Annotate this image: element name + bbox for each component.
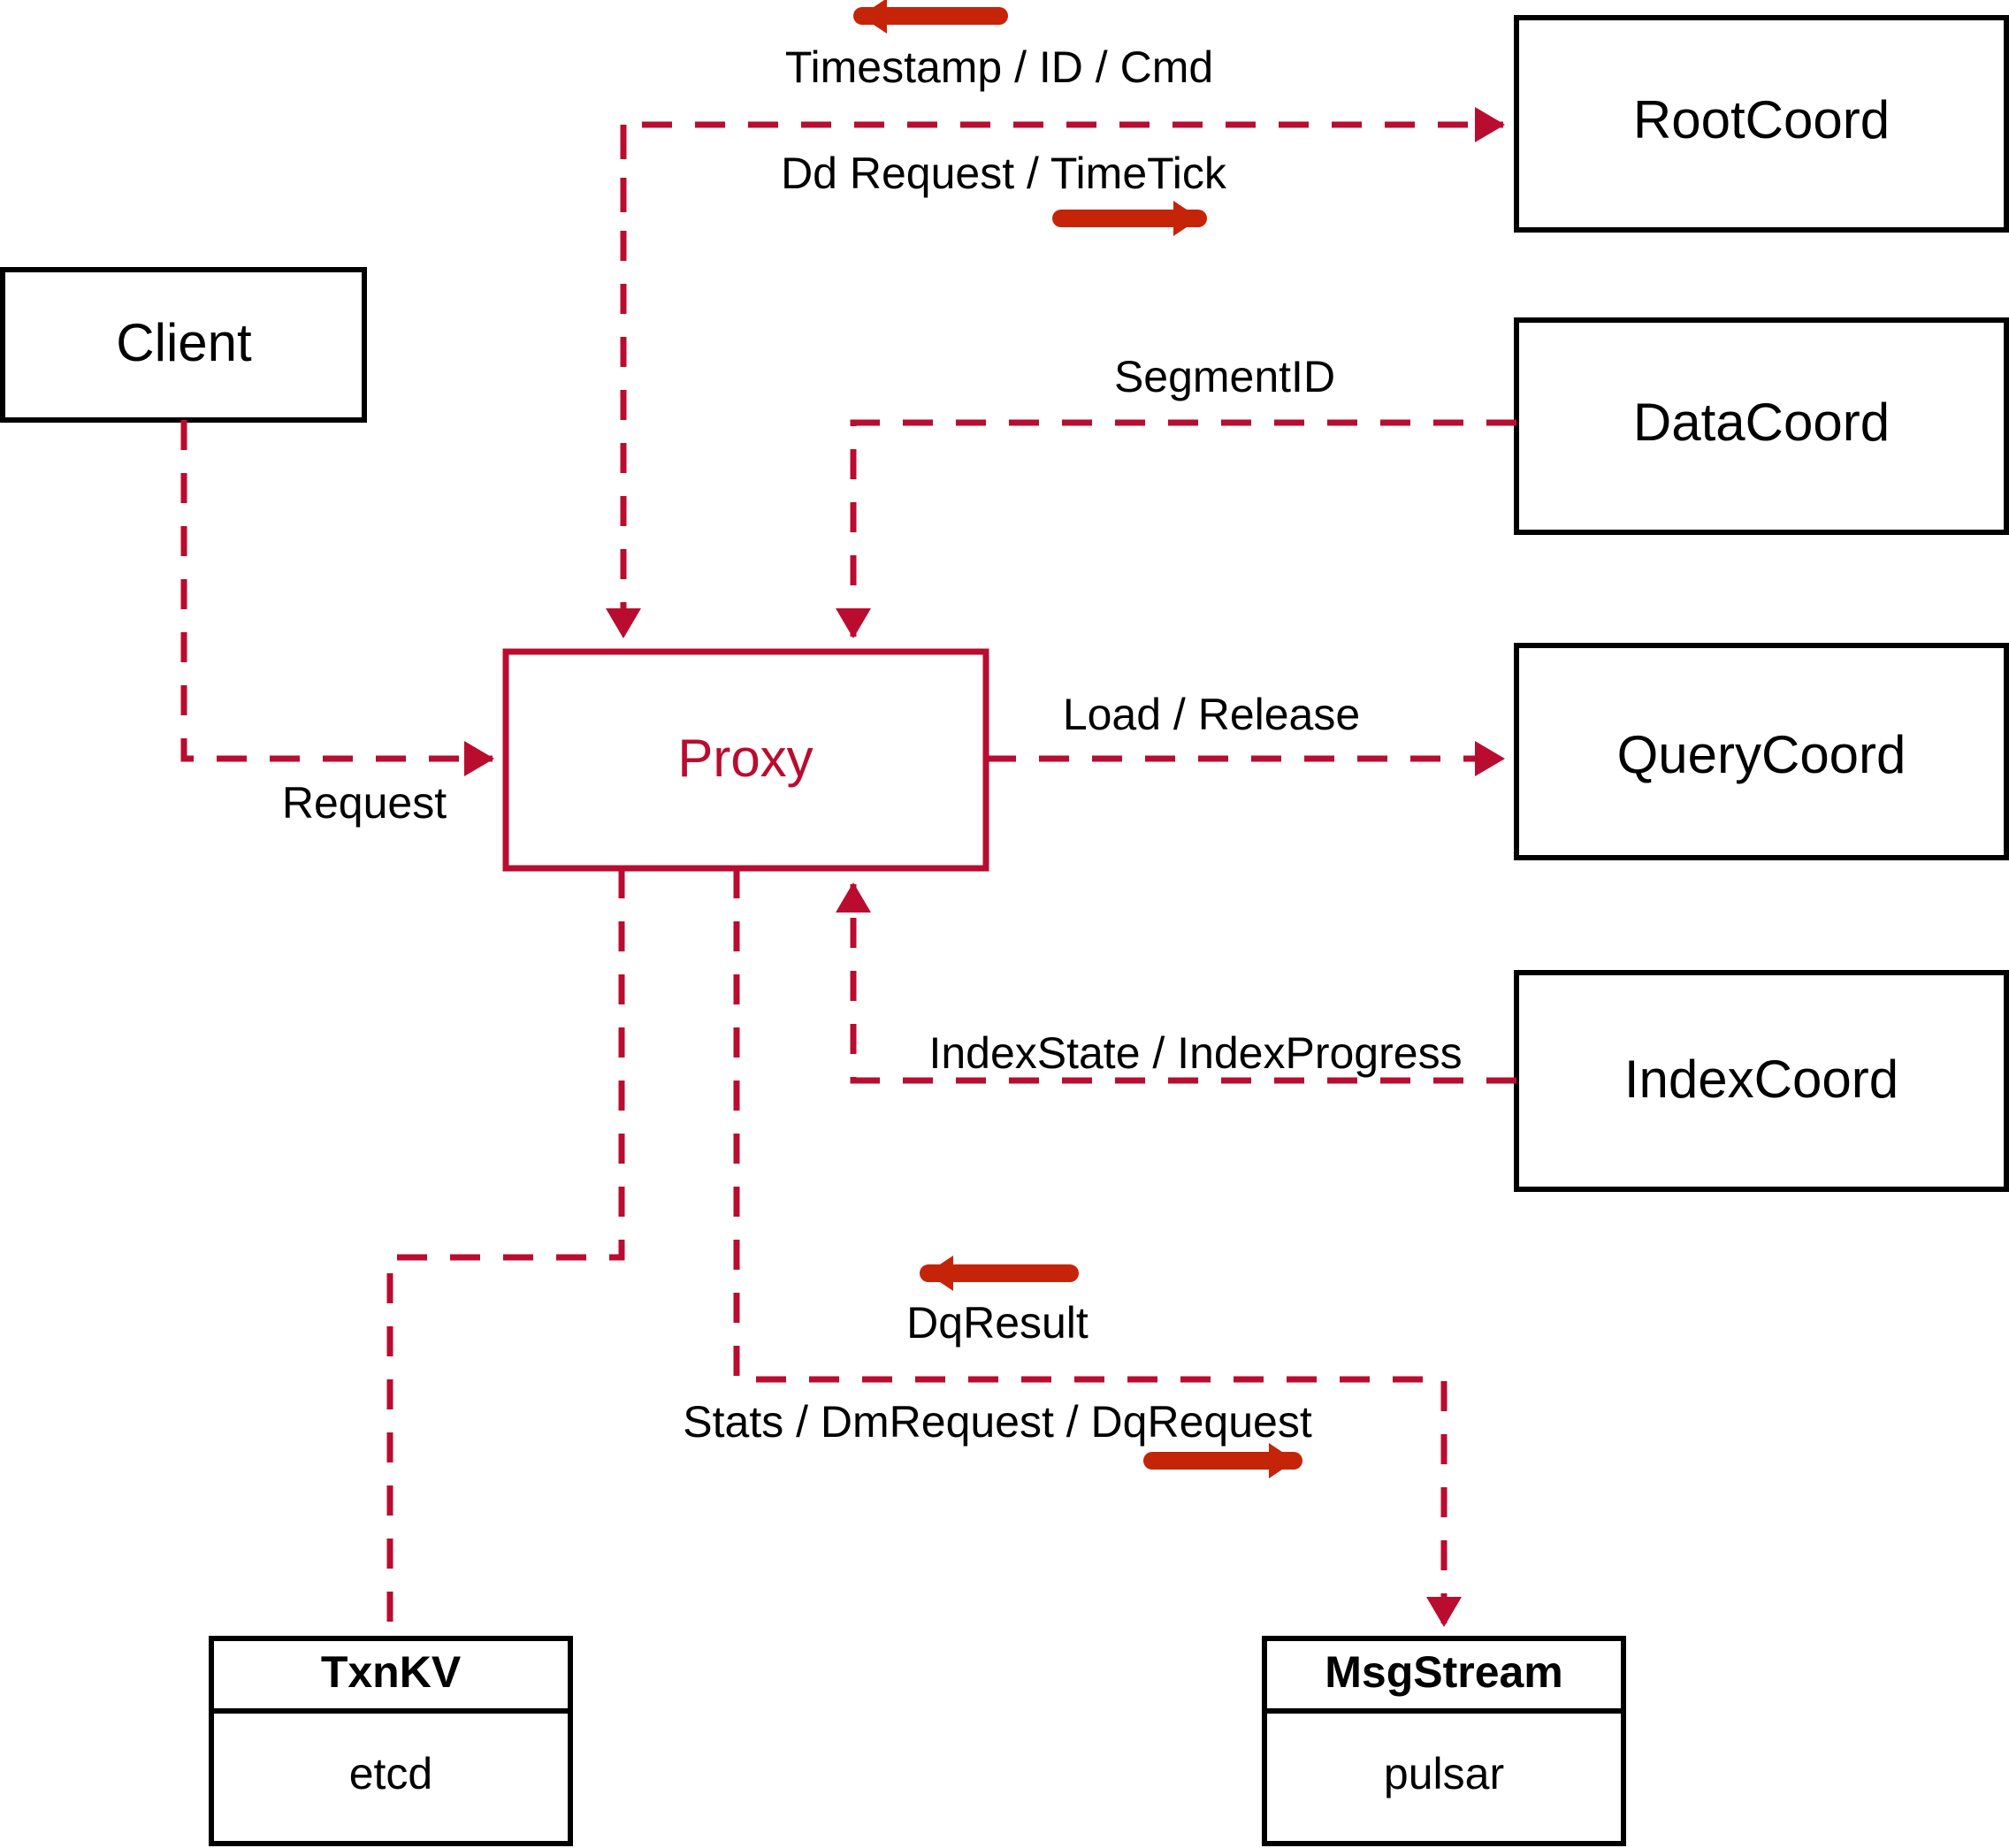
client-label: Client [116, 313, 252, 372]
txnkv-box [209, 1636, 573, 1846]
client-box [0, 267, 367, 423]
node-msgstream[interactable]: MsgStream pulsar [1262, 1636, 1626, 1846]
node-client[interactable]: Client [0, 267, 367, 423]
data-coord-label: DataCoord [1633, 393, 1890, 452]
node-txnkv[interactable]: TxnKV etcd [209, 1636, 573, 1846]
label-index-state-progress: IndexState / IndexProgress [928, 1028, 1462, 1078]
index-coord-label: IndexCoord [1624, 1050, 1898, 1109]
label-timestamp-id-cmd: Timestamp / ID / Cmd [785, 42, 1213, 92]
node-root-coord[interactable]: RootCoord [1514, 15, 2009, 233]
txnkv-impl-label: etcd [349, 1749, 433, 1798]
node-data-coord[interactable]: DataCoord [1514, 317, 2009, 535]
msgstream-title: MsgStream [1325, 1647, 1563, 1697]
root-coord-label: RootCoord [1633, 90, 1890, 149]
txnkv-title: TxnKV [321, 1647, 462, 1697]
edge-client-to-proxy [180, 420, 494, 776]
label-stats-dm-dq-request: Stats / DmRequest / DqRequest [683, 1397, 1312, 1447]
node-query-coord[interactable]: QueryCoord [1514, 643, 2009, 860]
msgstream-box [1262, 1636, 1626, 1846]
label-segment-id: SegmentID [1114, 352, 1335, 401]
node-index-coord[interactable]: IndexCoord [1514, 970, 2009, 1192]
label-request: Request [282, 778, 447, 828]
label-load-release: Load / Release [1063, 690, 1360, 739]
proxy-box [502, 648, 989, 872]
query-coord-label: QueryCoord [1617, 725, 1906, 784]
proxy-label: Proxy [677, 729, 813, 788]
edge-proxy-to-txnkv [386, 868, 625, 1638]
label-dq-result: DqResult [906, 1298, 1089, 1348]
data-coord-box [1514, 317, 2009, 535]
node-proxy[interactable]: Proxy [502, 648, 989, 872]
label-dd-request-timetick: Dd Request / TimeTick [781, 149, 1227, 198]
edge-proxy-to-msgstream [733, 868, 1462, 1627]
msgstream-impl-label: pulsar [1384, 1749, 1504, 1798]
edge-datacoord-to-proxy [836, 419, 1516, 638]
edge-indexcoord-to-proxy [836, 882, 1516, 1084]
query-coord-box [1514, 643, 2009, 860]
root-coord-box [1514, 15, 2009, 233]
